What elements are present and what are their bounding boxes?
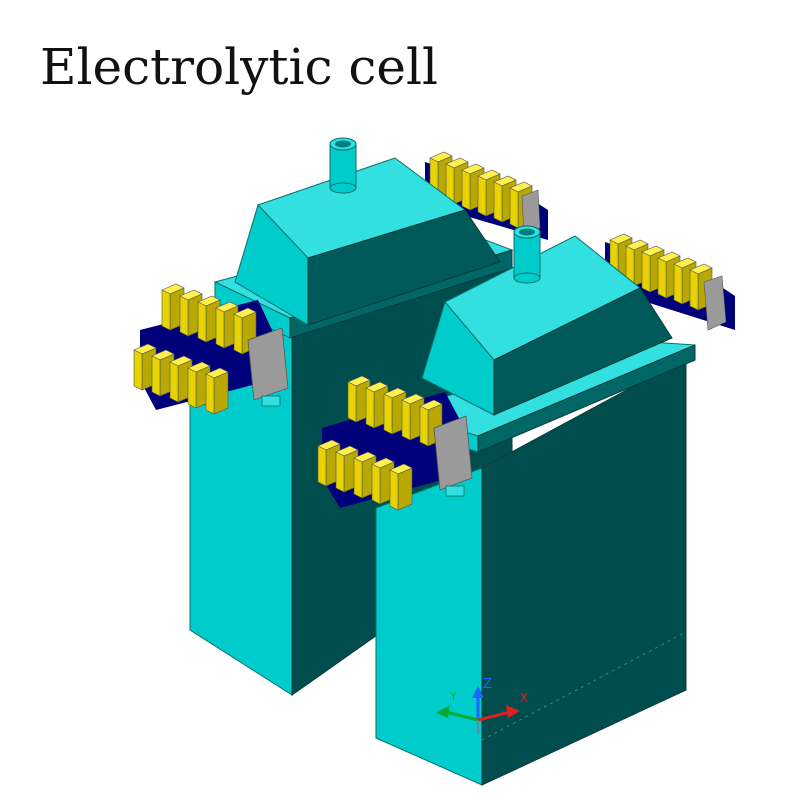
right-front-electrode-bank — [317, 375, 473, 511]
rear-right-electrode-bank — [425, 151, 548, 240]
left-front-electrode-bank — [133, 283, 289, 415]
z-axis-label: Z — [483, 677, 492, 692]
figure-title: Electrolytic cell — [40, 38, 438, 96]
left-cell-hood — [234, 157, 501, 326]
x-axis-label: X — [520, 691, 528, 705]
y-axis-line — [445, 710, 479, 722]
right-cell-hood — [421, 235, 673, 416]
right-cell-outlet-pipe — [513, 225, 541, 284]
right-electrolytic-cell — [317, 225, 735, 786]
y-axis-label: Y — [449, 690, 457, 703]
rear-right-electrode-bank-2 — [605, 233, 735, 331]
left-cell-outlet-pipe — [329, 137, 357, 194]
x-axis-arrow — [506, 705, 520, 718]
y-axis-arrow — [436, 705, 450, 718]
right-cell-body — [375, 357, 687, 786]
axis-triad: Z X Y — [436, 677, 528, 734]
z-axis-arrow — [472, 686, 484, 698]
x-axis-line — [477, 710, 511, 722]
